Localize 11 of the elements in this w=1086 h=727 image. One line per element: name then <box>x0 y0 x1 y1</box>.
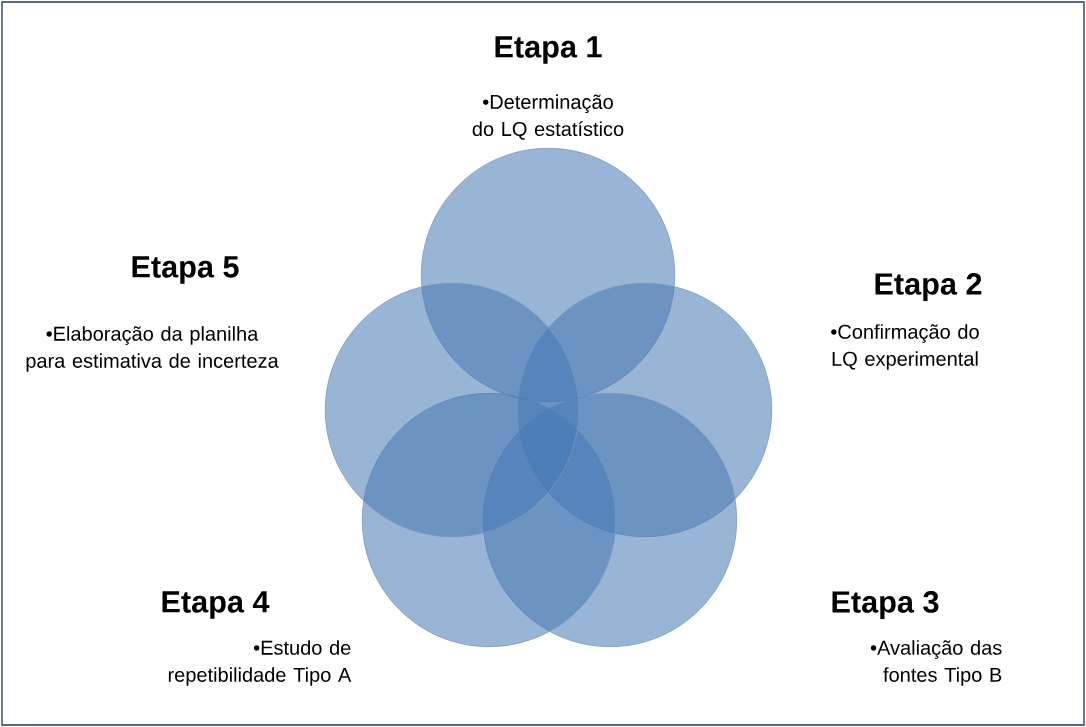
stage-description: •Determinação do LQ estatístico <box>472 94 624 140</box>
circle <box>324 282 580 538</box>
stage-heading: Etapa 5 <box>132 256 239 284</box>
stage-description: •Estudo de repetibilidade Tipo A <box>168 640 352 686</box>
stage-description: •Elaboração da planilha para estimativa de incerteza <box>26 326 279 372</box>
stage-heading: Etapa 4 <box>162 591 270 619</box>
stage-heading: Etapa 2 <box>875 273 982 301</box>
stage-heading: Etapa 1 <box>495 36 602 64</box>
stage-heading: Etapa 3 <box>832 591 939 619</box>
stage-description: •Confirmação do LQ experimental <box>831 324 979 370</box>
stage-description: •Avaliação das fontes Tipo B <box>870 640 1002 686</box>
